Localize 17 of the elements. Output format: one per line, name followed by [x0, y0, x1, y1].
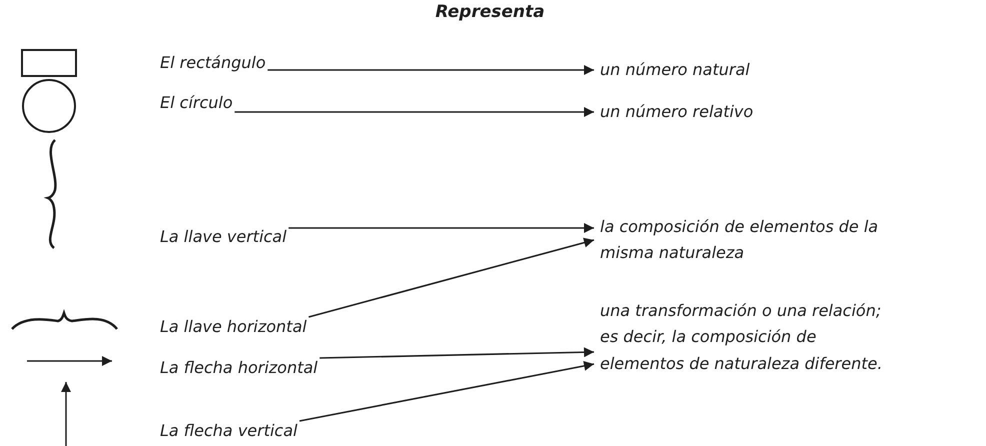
arrow — [234, 107, 594, 117]
arrow — [320, 347, 594, 359]
arrow — [288, 223, 594, 233]
item-text: La llave vertical — [160, 226, 287, 248]
item-text: El círculo — [160, 92, 233, 114]
arrow — [268, 65, 594, 75]
item-text: la composición de elementos de la misma naturaleza — [600, 216, 880, 264]
item-text: El rectángulo — [160, 52, 266, 74]
arrow — [299, 361, 594, 422]
column-heading: Representa — [434, 2, 546, 22]
item-text: La flecha vertical — [160, 420, 298, 442]
item-text: un número natural — [600, 58, 750, 81]
item-text: La flecha horizontal — [160, 356, 318, 379]
item-text: una transformación o una relación; es decir, la composición de elementos de naturaleza diferente. — [600, 300, 884, 375]
item-text: un número relativo — [600, 100, 754, 123]
item-text: La llave horizontal — [160, 316, 307, 338]
arrow — [308, 238, 594, 318]
